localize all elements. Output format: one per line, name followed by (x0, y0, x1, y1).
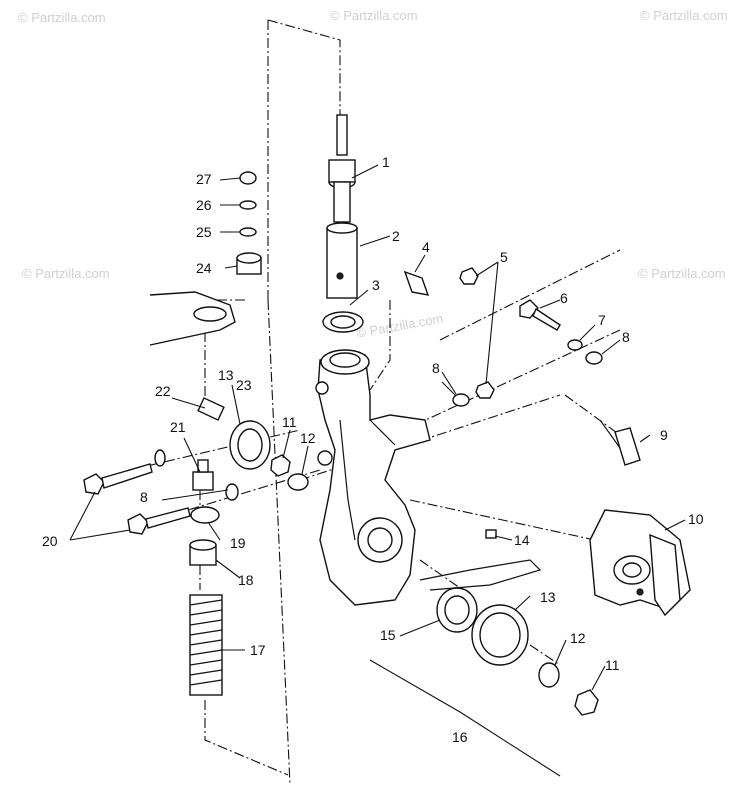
caliper-bolt (519, 299, 561, 331)
bracket-16 (369, 659, 561, 777)
callout-11-upper: 11 (282, 414, 297, 430)
callout-12-lower: 12 (570, 630, 586, 646)
callout-11-lower: 11 (605, 657, 620, 673)
callout-27: 27 (196, 171, 212, 187)
leader-lines (69, 164, 686, 691)
callout-12-upper: 12 (300, 430, 316, 446)
tie-rod-arm-hole (193, 306, 227, 322)
callout-21: 21 (170, 419, 186, 435)
callout-8-mid: 8 (432, 360, 440, 376)
callout-15: 15 (380, 627, 396, 643)
callout-20: 20 (42, 533, 58, 549)
spindle-nut-11-right (574, 689, 599, 716)
spindle-sleeve (326, 222, 358, 299)
brake-wire (419, 529, 542, 591)
coil-spring (189, 594, 223, 696)
bearing-washer-12-right (538, 662, 560, 688)
star-washer (190, 506, 220, 524)
washer-8-left-b (225, 483, 239, 501)
watermark-top-mid: © Partzilla.com (330, 8, 418, 23)
steering-knuckle (315, 349, 431, 606)
washer-26 (239, 200, 257, 210)
callout-7: 7 (598, 312, 606, 328)
spring-spacer (189, 539, 217, 566)
washer-8-right (585, 351, 603, 365)
callout-17: 17 (250, 642, 266, 658)
grease-fitting (192, 459, 214, 491)
callout-numbers: 1 2 3 4 5 6 7 8 8 8 9 10 11 11 12 12 13 … (42, 154, 704, 745)
bolt-lower (127, 507, 191, 535)
brake-caliper (589, 509, 691, 617)
callout-19: 19 (230, 535, 246, 551)
callout-5: 5 (500, 249, 508, 265)
callout-8-left: 8 (140, 489, 148, 505)
callout-26: 26 (196, 197, 212, 213)
callout-23: 23 (236, 377, 252, 393)
brake-line-bracket (403, 270, 430, 296)
bolt-upper (83, 463, 153, 495)
bearing-washer-upper (287, 473, 309, 491)
callout-16: 16 (452, 729, 468, 745)
callout-24: 24 (196, 260, 212, 276)
watermark-mid-center: © Partzilla.com (355, 311, 444, 341)
callout-10: 10 (688, 511, 704, 527)
lock-washer-7 (567, 339, 583, 351)
bearing-13-right (471, 604, 529, 666)
bearing-left (229, 420, 271, 470)
watermark-mid-left: © Partzilla.com (22, 266, 110, 281)
washer-8-left-a (154, 449, 166, 467)
watermark-top-left: © Partzilla.com (18, 10, 106, 25)
seal-15 (436, 587, 478, 633)
callout-8-right: 8 (622, 329, 630, 345)
lock-nut-27 (239, 171, 257, 185)
nut-lower (475, 381, 495, 399)
washer-8-mid (452, 393, 470, 407)
callout-25: 25 (196, 224, 212, 240)
watermark-top-right: © Partzilla.com (640, 8, 728, 23)
nut-upper (459, 267, 479, 285)
callout-13-lower: 13 (540, 589, 556, 605)
callout-2: 2 (392, 228, 400, 244)
spindle-nut-upper (270, 454, 291, 477)
callout-1: 1 (382, 154, 390, 170)
callout-3: 3 (372, 277, 380, 293)
callout-22: 22 (155, 383, 171, 399)
callout-18: 18 (238, 572, 254, 588)
bushing-24 (236, 252, 262, 275)
washer-25 (239, 227, 257, 237)
callout-13-upper: 13 (218, 367, 234, 383)
callout-4: 4 (422, 239, 430, 255)
callout-9: 9 (660, 427, 668, 443)
brake-pad (614, 427, 641, 466)
spindle-shaft (328, 114, 356, 223)
tie-rod-arm (149, 291, 236, 346)
bushing-22 (197, 397, 225, 421)
callout-14: 14 (514, 532, 530, 548)
watermark-mid-right: © Partzilla.com (638, 266, 726, 281)
seal-ring-upper (322, 311, 364, 333)
callout-6: 6 (560, 290, 568, 306)
